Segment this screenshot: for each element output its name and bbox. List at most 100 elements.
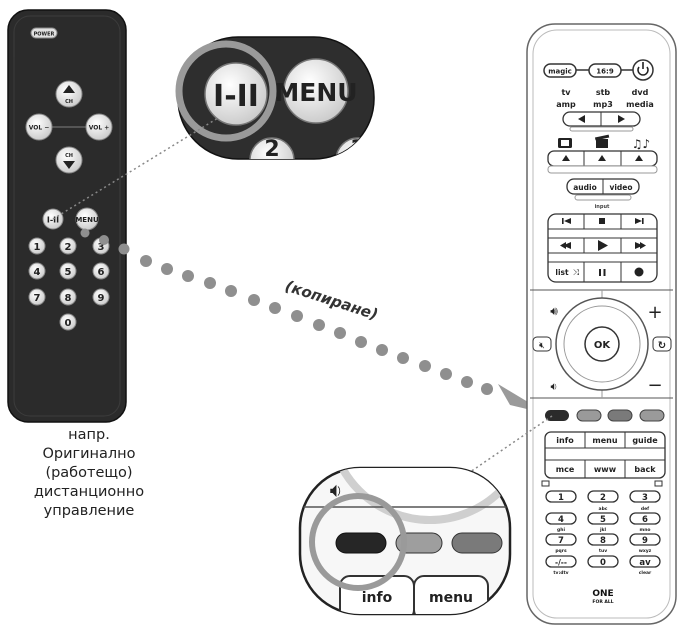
digit-label: 3	[98, 242, 105, 253]
key-number: av	[639, 558, 651, 568]
digit-9[interactable]: 9	[92, 288, 110, 306]
guide-button[interactable]: guide	[632, 436, 658, 445]
device-tv[interactable]: tv	[561, 88, 571, 97]
device-scroll-buttons[interactable]	[562, 111, 641, 132]
power-label: POWER	[34, 32, 55, 38]
power-button-ofa[interactable]	[632, 59, 654, 81]
key-sub: pqrs	[555, 548, 567, 554]
highlight-circle	[175, 40, 277, 142]
zoom-menu-button: MENU	[274, 58, 358, 124]
digit-4[interactable]: 4	[28, 262, 46, 280]
device-dvd[interactable]: dvd	[632, 88, 649, 97]
ok-button[interactable]: OK	[584, 326, 620, 362]
red-button[interactable]	[545, 410, 569, 421]
shuffle-icon[interactable]: ⤨	[573, 268, 580, 277]
volume-low-icon[interactable]: 🔉︎	[551, 380, 558, 393]
aspect-button[interactable]: 16:9	[588, 63, 622, 78]
blue-button[interactable]	[639, 409, 665, 422]
key-number: 5	[600, 515, 606, 525]
yellow-button[interactable]	[607, 409, 633, 422]
volume-icon[interactable]: 🔊︎	[550, 304, 558, 318]
channel-plus[interactable]: +	[647, 302, 662, 323]
ch-down-button[interactable]: CH	[55, 146, 83, 174]
function-up-buttons[interactable]	[547, 150, 658, 174]
digit-6[interactable]: 6	[92, 262, 110, 280]
device-amp[interactable]: amp	[556, 100, 576, 109]
zoom-dual-audio-button: I-II	[204, 62, 268, 126]
device-media[interactable]: media	[626, 100, 654, 109]
mute-button[interactable]: 🔇︎	[532, 336, 552, 352]
audio-video-buttons[interactable]: audio video	[566, 178, 640, 201]
device-stb[interactable]: stb	[596, 88, 611, 97]
arrow-left-icon	[578, 115, 585, 123]
vol-plus-label: VOL +	[89, 125, 110, 132]
zoom-digit-2: 2	[249, 137, 295, 159]
arrow-up-icon	[63, 85, 75, 93]
www-button[interactable]: www	[594, 465, 617, 474]
menu-button[interactable]: MENU	[75, 207, 99, 231]
ch-down-label: CH	[65, 153, 73, 159]
zoom-digit-3: 3	[335, 137, 374, 159]
digit-5[interactable]: 5	[59, 262, 77, 280]
key-0[interactable]: 0	[587, 555, 619, 568]
mute-icon: 🔇︎	[539, 341, 545, 351]
digit-label: 8	[65, 293, 72, 304]
digit-label: 6	[98, 267, 105, 278]
caption-line: управление	[43, 503, 135, 519]
menu-button-ofa[interactable]: menu	[592, 436, 617, 445]
return-button[interactable]: ↻	[652, 336, 672, 352]
pause-icon[interactable]	[599, 269, 606, 276]
tv-icon	[558, 138, 572, 148]
ch-up-button[interactable]: CH	[55, 80, 83, 108]
highlight-circle-bottom	[309, 493, 407, 591]
next-icon[interactable]	[635, 218, 644, 224]
prev-icon[interactable]	[562, 218, 571, 224]
key-number: 1	[558, 493, 564, 503]
fast-forward-icon[interactable]	[635, 242, 646, 249]
magic-button[interactable]: magic	[543, 63, 577, 78]
aspect-label: 16:9	[596, 68, 614, 76]
digit-0[interactable]: 0	[59, 313, 77, 331]
menu-label: MENU	[75, 216, 99, 224]
digit-label: 2	[65, 242, 72, 253]
info-button[interactable]: info	[556, 436, 574, 445]
key-sub: wxyz	[639, 549, 652, 554]
dual-audio-label: I-II	[47, 216, 59, 225]
digit-2[interactable]: 2	[59, 237, 77, 255]
caption-line: напр.	[68, 427, 110, 443]
record-icon[interactable]	[634, 267, 644, 277]
power-button[interactable]: POWER	[30, 27, 58, 39]
rewind-icon[interactable]	[560, 242, 571, 249]
power-icon	[637, 66, 649, 76]
green-button[interactable]	[576, 409, 602, 422]
stop-icon[interactable]	[599, 218, 605, 224]
device-mp3[interactable]: mp3	[593, 100, 613, 109]
key-3[interactable]: 3 def	[629, 490, 661, 512]
digit-label: 0	[65, 318, 72, 329]
digit-7[interactable]: 7	[28, 288, 46, 306]
digit-8[interactable]: 8	[59, 288, 77, 306]
key-1[interactable]: 1	[545, 490, 577, 503]
vol-plus-button[interactable]: VOL +	[85, 113, 113, 141]
back-button[interactable]: back	[634, 465, 656, 474]
play-icon[interactable]	[598, 240, 608, 251]
key-dash[interactable]: -/--tv:dtv	[545, 555, 577, 576]
mce-button[interactable]: mce	[556, 465, 575, 474]
channel-minus[interactable]: −	[647, 375, 662, 396]
vol-minus-button[interactable]: VOL −	[25, 113, 53, 141]
indicator-left-icon	[541, 480, 550, 487]
list-label[interactable]: list	[555, 268, 569, 277]
key-number: 3	[642, 493, 648, 503]
digit-1[interactable]: 1	[28, 237, 46, 255]
key-sub: def	[641, 506, 649, 512]
key-sub: mno	[640, 528, 651, 533]
